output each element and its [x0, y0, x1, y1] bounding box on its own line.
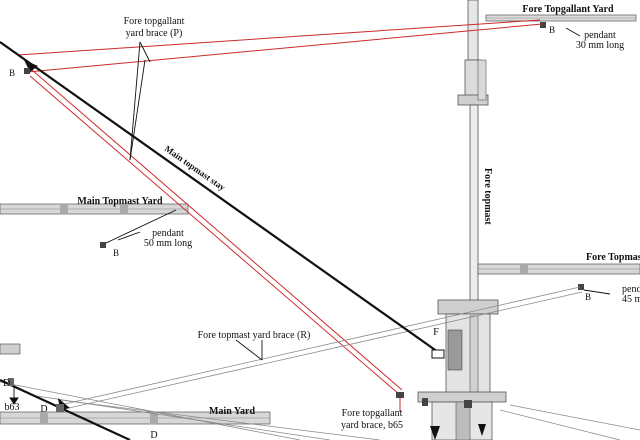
fore-topmast-yard-spar — [477, 263, 640, 290]
block-b-left — [24, 68, 30, 74]
label-main-topmast-stay: Main topmast stay — [163, 143, 228, 192]
label-pendant-mid-2: 50 mm long — [144, 238, 192, 249]
label-fore-topmast-yard: Fore Topmast Yard — [586, 252, 640, 263]
label-pendant-mid-1: pendant — [152, 228, 184, 239]
label-main-yard: Main Yard — [209, 406, 255, 417]
main-topmast-yard-spar — [0, 203, 189, 215]
label-d-bottom: D — [150, 430, 157, 440]
blocks — [8, 68, 486, 440]
label-fore-topmast-brace-r: Fore topmast yard brace (R) — [198, 330, 311, 341]
block-far-left — [8, 378, 14, 386]
label-brace-b65-2: yard brace, b65 — [341, 420, 403, 431]
label-main-topmast-yard: Main Topmast Yard — [77, 196, 163, 207]
block-mast-left — [422, 398, 428, 406]
label-brace-p-1: Fore topgallant — [124, 16, 185, 27]
fore-topmast-brace-lines — [0, 286, 640, 440]
label-brace-p-2: yard brace (P) — [126, 28, 183, 39]
label-pendant-right-1: pendant — [622, 284, 640, 295]
labels: Fore Topgallant Yard Fore topgallant yar… — [3, 4, 640, 440]
lower-left-spar — [0, 343, 21, 355]
block-b65 — [396, 392, 404, 398]
label-d-left: D — [40, 404, 47, 415]
label-pendant-right-2: 45 mm long — [622, 294, 640, 305]
main-topmast-stay-line — [0, 41, 439, 440]
label-pendant-top-2: 30 mm long — [576, 40, 624, 51]
label-b-top-right: B — [549, 25, 555, 35]
block-b-mid — [100, 242, 106, 248]
block-d-left — [56, 404, 64, 412]
label-fore-topgallant-yard: Fore Topgallant Yard — [522, 4, 614, 15]
label-brace-b65-1: Fore topgallant — [342, 408, 403, 419]
label-b63: b63 — [5, 402, 20, 413]
label-pendant-top-1: pendant — [584, 30, 616, 41]
fore-topgallant-yard-spar — [485, 14, 637, 28]
label-b-right: B — [585, 292, 591, 302]
label-b-left: B — [9, 68, 15, 78]
block-f — [431, 349, 445, 359]
label-b-mid: B — [113, 248, 119, 258]
block-mast-right — [464, 400, 472, 408]
fore-mast — [417, 0, 507, 440]
leader-lines — [9, 27, 611, 405]
label-fore-topmast: Fore topmast — [482, 168, 493, 225]
label-f: F — [433, 327, 439, 338]
label-d-far-left: D — [3, 378, 10, 389]
